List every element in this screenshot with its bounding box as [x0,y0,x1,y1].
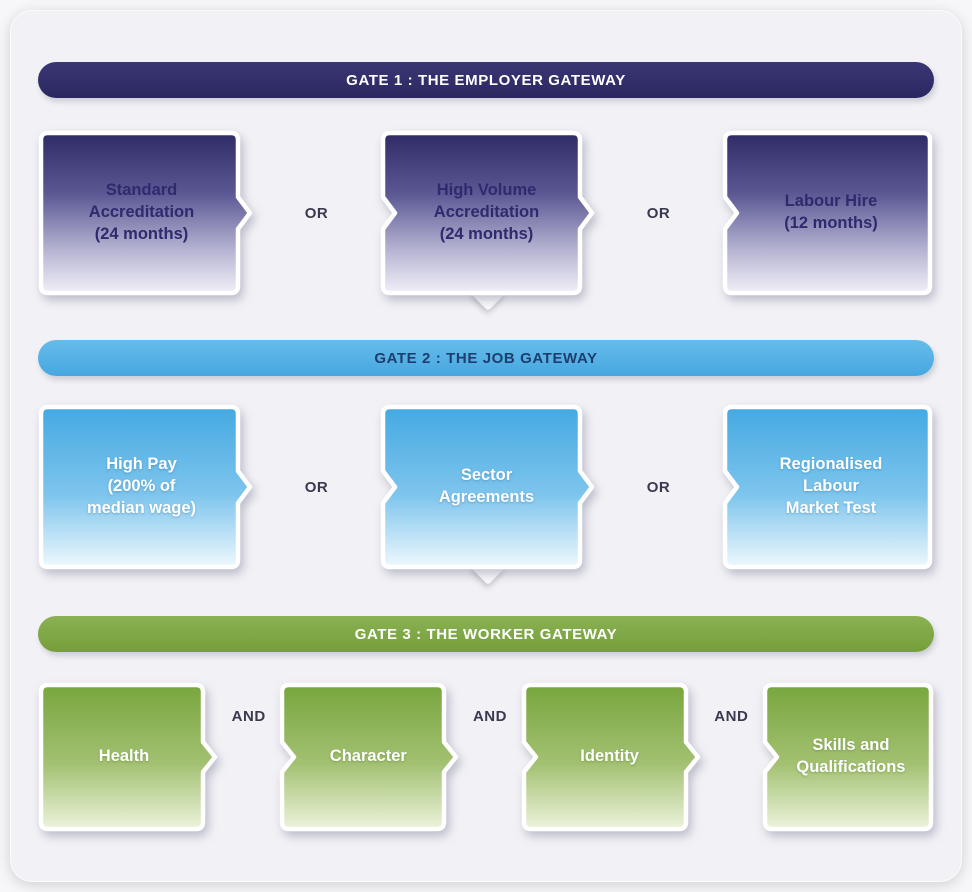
gate-3-header-bar: GATE 3 : THE WORKER GATEWAY [38,616,934,652]
and-connector: AND [472,708,507,725]
arrow-box-shape [722,130,933,296]
box-label: Skills and Qualifications [796,736,906,776]
box-label: Labour Hire (12 months) [784,192,878,232]
arrow-box-shape [722,404,933,570]
box-high-pay: High Pay (200% of median wage) [38,404,253,570]
arrow-box-shape [380,404,595,570]
box-regionalised-labour-market-test: Regionalised Labour Market Test [722,404,934,570]
arrow-box-shape [521,682,700,832]
diagram-card: GATE 1 : THE EMPLOYER GATEWAY Standard A… [10,10,962,882]
or-connector: OR [304,478,329,496]
arrow-box-shape [38,130,253,296]
box-label: Health [98,747,150,766]
arrow-box-shape [38,682,218,832]
and-connector: AND [714,708,749,725]
box-character: Character [279,682,459,832]
box-identity: Identity [521,682,701,832]
box-label: Standard Accreditation (24 months) [88,181,195,243]
box-health: Health [38,682,218,832]
box-label: High Volume Accreditation (24 months) [433,181,540,243]
box-labour-hire: Labour Hire (12 months) [722,130,934,296]
or-connector: OR [646,204,671,222]
gate-2-title: GATE 2 : THE JOB GATEWAY [374,349,598,367]
arrow-box-shape [380,130,595,296]
arrow-box-shape [762,682,934,832]
gate-1-row: Standard Accreditation (24 months) OR Hi… [38,130,934,311]
gate-2-row: High Pay (200% of median wage) OR Sector… [38,404,934,585]
box-label: Character [329,747,407,766]
box-label: Regionalised Labour Market Test [779,455,883,517]
box-label: Identity [580,747,639,766]
and-connector: AND [231,708,266,725]
box-high-volume-accreditation: High Volume Accreditation (24 months) [380,130,595,311]
or-connector: OR [646,478,671,496]
or-connector: OR [304,204,329,222]
gate-3-title: GATE 3 : THE WORKER GATEWAY [354,625,618,643]
box-sector-agreements: Sector Agreements [380,404,595,585]
box-label: Sector Agreements [438,466,535,506]
box-label: High Pay (200% of median wage) [86,455,197,517]
box-skills-and-qualifications: Skills and Qualifications [762,682,934,832]
gate-2-header-bar: GATE 2 : THE JOB GATEWAY [38,340,934,376]
gate-3-row: Health AND Character AND Identity AND Sk… [38,682,934,832]
arrow-box-shape [280,682,459,832]
box-standard-accreditation: Standard Accreditation (24 months) [38,130,253,296]
gate-1-header-bar: GATE 1 : THE EMPLOYER GATEWAY [38,62,934,98]
arrow-box-shape [38,404,253,570]
gate-1-title: GATE 1 : THE EMPLOYER GATEWAY [346,71,626,89]
